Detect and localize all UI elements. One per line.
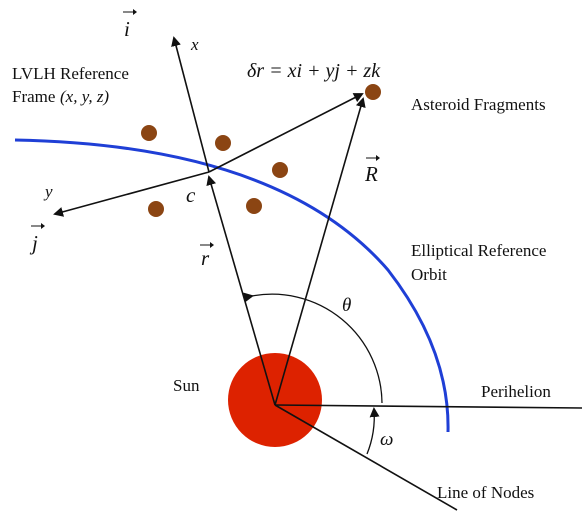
perihelion-label: Perihelion [481,382,551,401]
line-of-nodes [274,404,458,511]
fragment-dot [246,198,262,214]
frame-title-line1: LVLH Reference [12,64,129,83]
orbit-label-line1: Elliptical Reference [411,241,546,260]
c-point-label: c [186,183,196,207]
fragment-dot [141,125,157,141]
fragment-dot [215,135,231,151]
fragment-dot [148,201,164,217]
delta-r-vector-arrow [208,93,364,173]
x-axis-arrow [171,36,210,173]
j-vector-label: j [29,231,38,255]
frame-coords: (x, y, z) [60,87,109,106]
theta-label: θ [342,295,351,316]
r-vector-arrow [206,175,276,406]
omega-angle-arc [366,407,380,455]
r-vector-label: r [201,246,210,270]
asteroid-fragments [141,84,381,217]
delta-r-equation: δr = xi + yj + zk [247,60,381,82]
fragment-dot [272,162,288,178]
frame-title-line2: Frame [12,87,55,106]
perihelion-line [274,404,583,409]
fragment-dot [365,84,381,100]
y-axis-arrow [53,171,210,217]
vector-overarrows [31,9,380,248]
asteroid-fragments-label: Asteroid Fragments [411,95,546,114]
orbit-label-line2: Orbit [411,265,447,284]
x-axis-label: x [190,35,199,54]
omega-label: ω [380,429,393,450]
R-vector-label: R [364,162,378,186]
R-vector-arrow [274,97,366,406]
sun-disc [228,353,322,447]
theta-angle-arc [243,292,383,404]
line-of-nodes-label: Line of Nodes [437,483,534,502]
elliptical-orbit-curve [14,138,450,433]
y-axis-label: y [43,182,53,201]
sun-label: Sun [173,376,200,395]
i-vector-label: i [124,17,130,41]
